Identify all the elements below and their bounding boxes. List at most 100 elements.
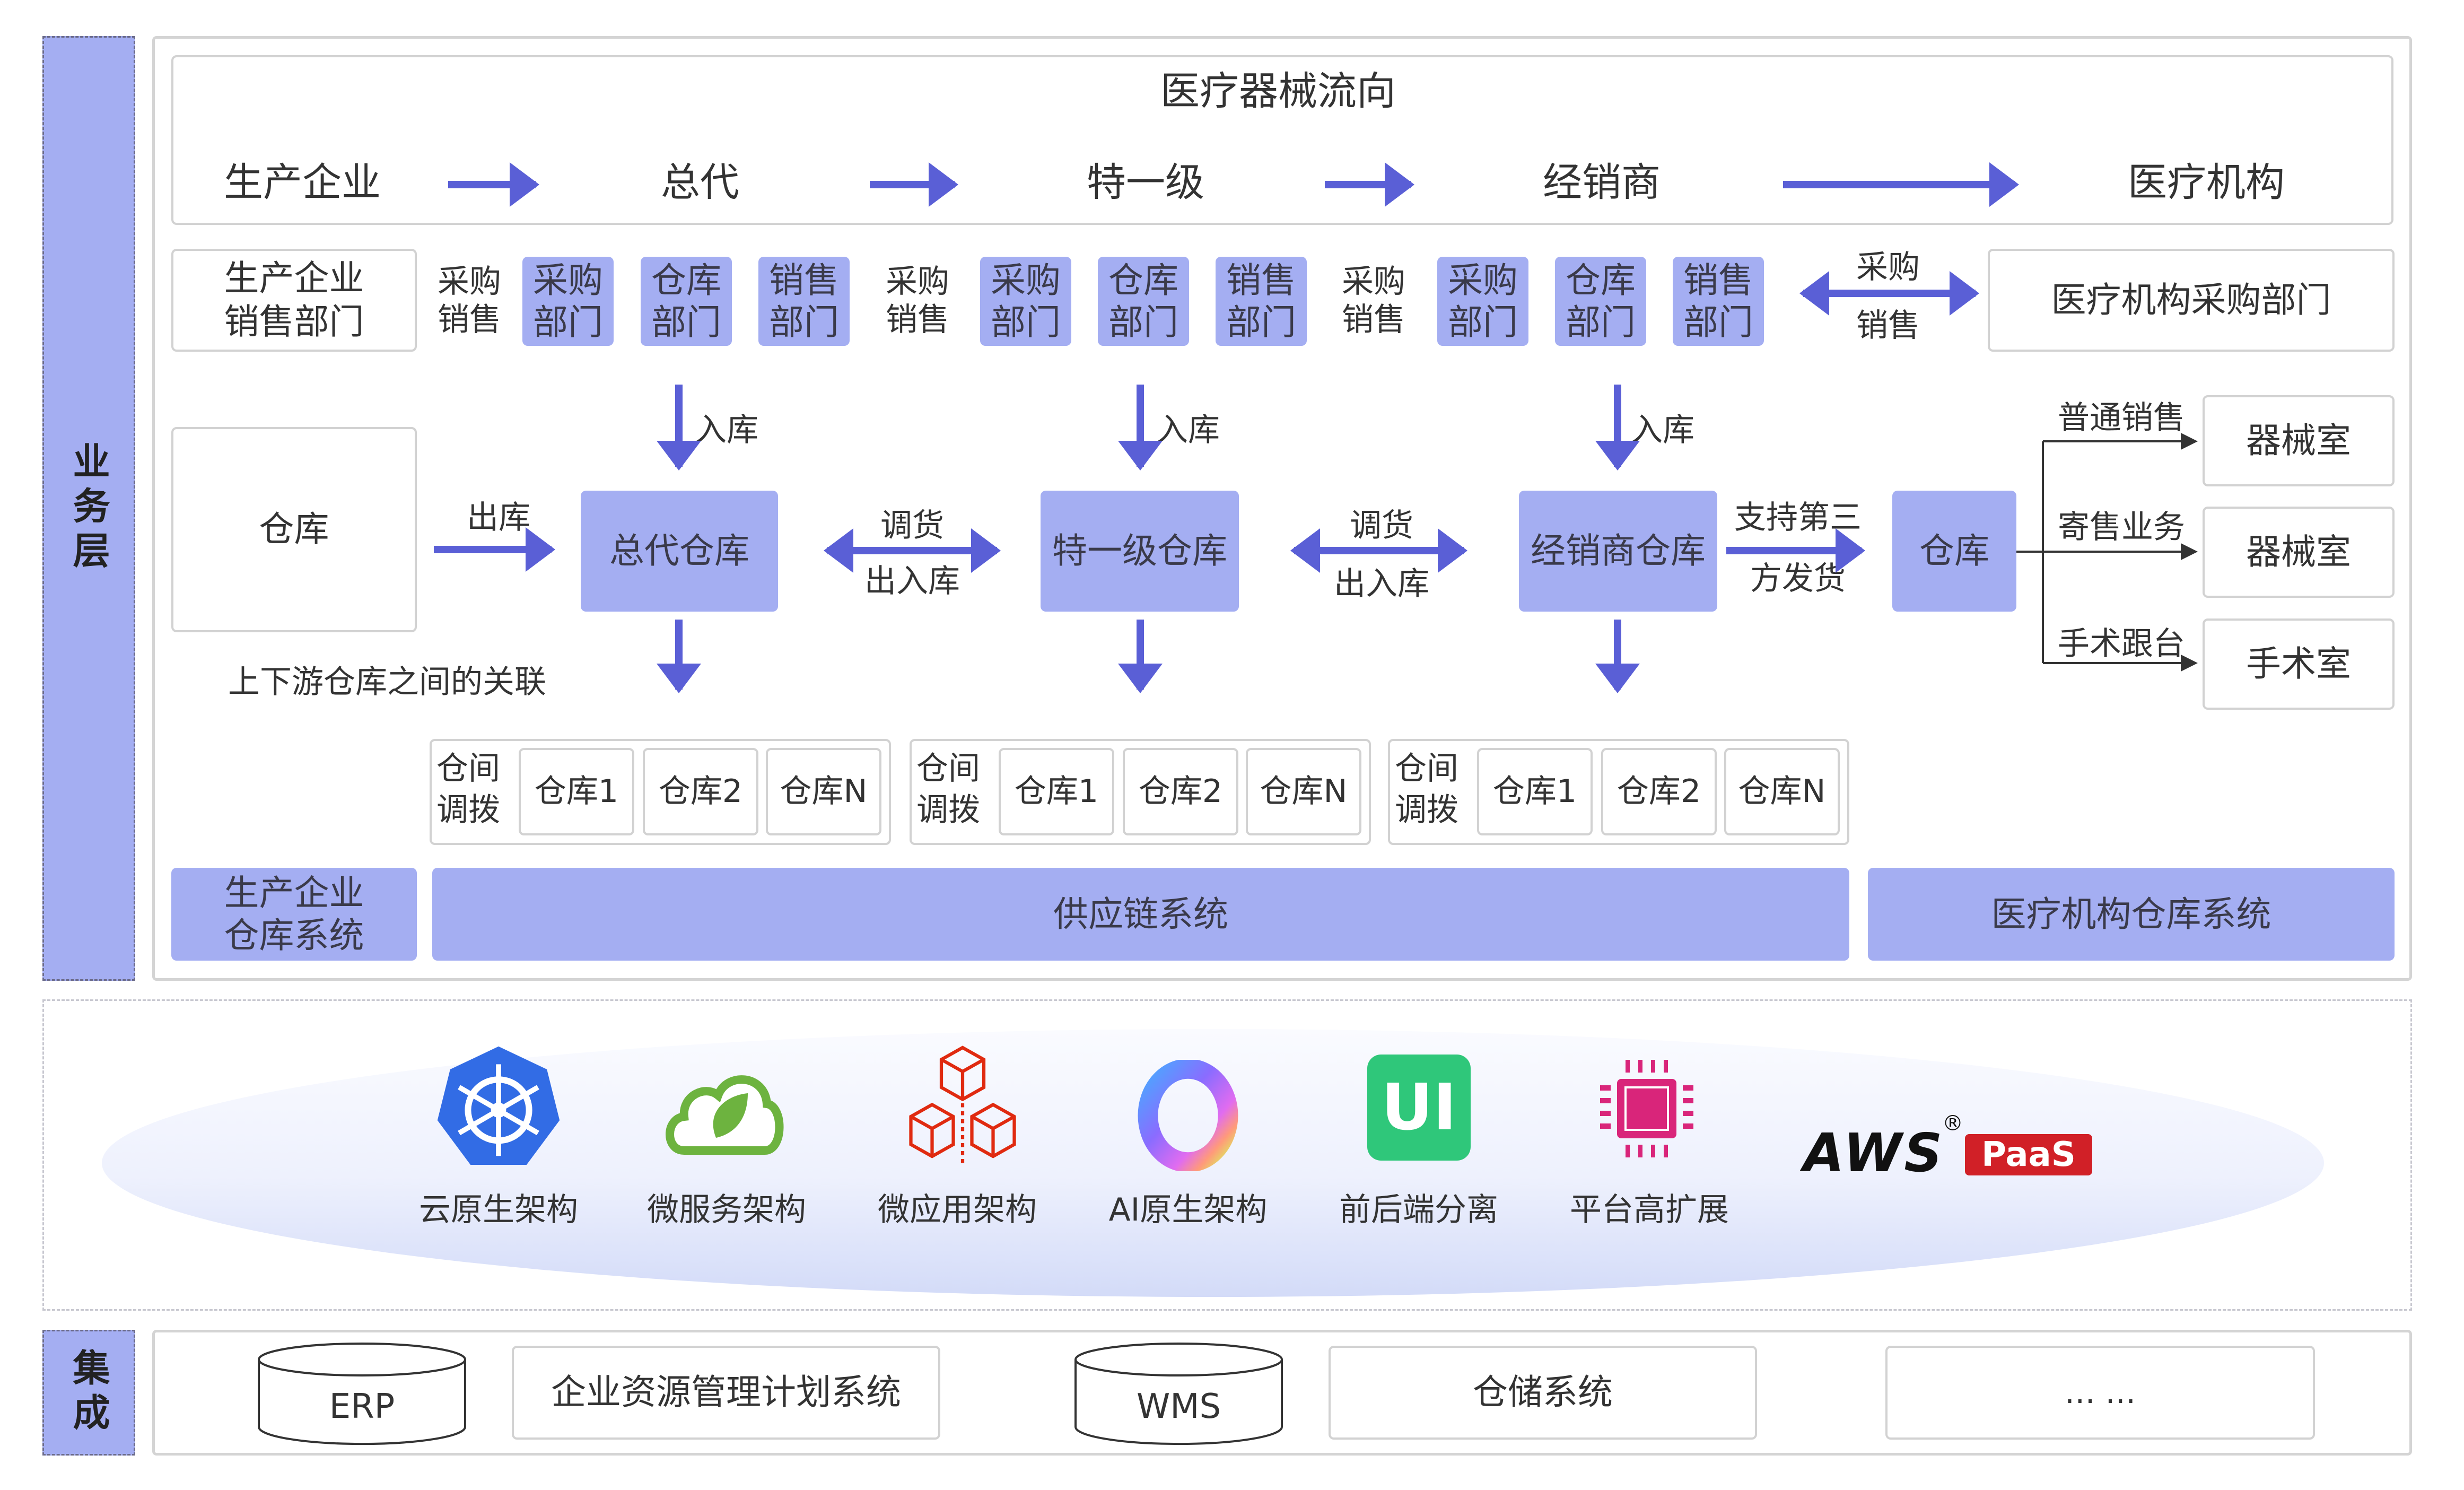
inter-warehouse-transfer-1: 仓间 调拨 bbox=[436, 750, 500, 829]
target-label: 器械室 bbox=[2246, 531, 2351, 572]
in-label-3: 入库 bbox=[1631, 412, 1694, 449]
system-label: 供应链系统 bbox=[1053, 893, 1228, 935]
wms-system-box: 仓储系统 bbox=[1329, 1346, 1757, 1440]
stage-medical-institution: 医疗机构 bbox=[2128, 160, 2285, 205]
dept-label: 采购 部门 bbox=[991, 259, 1061, 343]
manufacturer-warehouse-system: 生产企业 仓库系统 bbox=[171, 868, 417, 961]
inter-warehouse-transfer-3: 仓间 调拨 bbox=[1395, 750, 1458, 829]
sub-warehouse: 仓库1 bbox=[1477, 748, 1593, 835]
out-label: 出库 bbox=[467, 499, 530, 536]
sub-warehouse-label: 仓库1 bbox=[1492, 773, 1577, 810]
sub-warehouse: 仓库1 bbox=[519, 748, 634, 835]
integration-layer-label: 集成 bbox=[42, 1330, 135, 1456]
integration-layer-label-text: 集成 bbox=[67, 1348, 110, 1437]
branch-connectors bbox=[2016, 433, 2198, 672]
general-agent-warehouse: 总代仓库 bbox=[581, 491, 778, 612]
hospital-warehouse-system: 医疗机构仓库系统 bbox=[1868, 868, 2395, 961]
distributor-warehouse: 经销商仓库 bbox=[1519, 491, 1717, 612]
group-2-warehouse-dept: 仓库 部门 bbox=[1098, 257, 1189, 346]
spring-cloud-icon bbox=[663, 1064, 785, 1159]
micro-app-cubes-icon bbox=[896, 1045, 1029, 1167]
erp-system-label: 企业资源管理计划系统 bbox=[551, 1372, 901, 1413]
stage-distributor: 经销商 bbox=[1543, 160, 1661, 205]
ui-icon: UI bbox=[1367, 1055, 1471, 1161]
more-systems-label: … … bbox=[2064, 1374, 2136, 1411]
registered-mark: ® bbox=[1942, 1111, 1963, 1136]
wms-system-label: 仓储系统 bbox=[1473, 1372, 1613, 1413]
aws-logo-text: AWS bbox=[1803, 1122, 1945, 1184]
group-3-sales-dept: 销售 部门 bbox=[1673, 257, 1764, 346]
sub-warehouse-label: 仓库1 bbox=[534, 773, 619, 810]
branch-label-consignment: 寄售业务 bbox=[2058, 509, 2185, 546]
sub-warehouse-label: 仓库N bbox=[1738, 773, 1826, 810]
dept-label: 采购 部门 bbox=[1448, 259, 1518, 343]
sub-warehouse: 仓库N bbox=[1724, 748, 1840, 835]
manufacturer-warehouse: 仓库 bbox=[171, 427, 417, 632]
branch-label-surgery: 手术跟台 bbox=[2058, 625, 2185, 663]
group-3-side-label: 采购 销售 bbox=[1342, 263, 1405, 338]
warehouse-label: 总代仓库 bbox=[609, 530, 749, 572]
erp-cylinder: ERP bbox=[257, 1342, 467, 1445]
hospital-warehouse-label: 仓库 bbox=[1919, 530, 1989, 572]
group-1-warehouse-dept: 仓库 部门 bbox=[641, 257, 732, 346]
erp-system-box: 企业资源管理计划系统 bbox=[512, 1346, 940, 1440]
sub-warehouse-label: 仓库2 bbox=[658, 773, 743, 810]
dept-label: 采购 部门 bbox=[533, 259, 603, 343]
sub-warehouse: 仓库2 bbox=[1601, 748, 1717, 835]
target-label: 器械室 bbox=[2246, 420, 2351, 461]
stage-manufacturer: 生产企业 bbox=[224, 160, 381, 205]
dept-label: 销售 部门 bbox=[1226, 259, 1296, 343]
supply-chain-system: 供应链系统 bbox=[432, 868, 1849, 961]
group-3-warehouse-dept: 仓库 部门 bbox=[1555, 257, 1646, 346]
sub-warehouse: 仓库N bbox=[766, 748, 881, 835]
stage-general-agent: 总代 bbox=[661, 160, 739, 205]
ai-ring-icon bbox=[1132, 1058, 1244, 1173]
group-2-sales-dept: 销售 部门 bbox=[1216, 257, 1307, 346]
system-label: 医疗机构仓库系统 bbox=[1991, 893, 2271, 935]
paas-badge: PaaS bbox=[1965, 1134, 2092, 1175]
target-label: 手术室 bbox=[2246, 643, 2351, 684]
warehouse-label: 经销商仓库 bbox=[1531, 530, 1706, 572]
sub-warehouse-label: 仓库N bbox=[1260, 773, 1348, 810]
dept-label: 仓库 部门 bbox=[651, 259, 721, 343]
wms-cylinder: WMS bbox=[1074, 1342, 1283, 1445]
tech-label-frontend-backend: 前后端分离 bbox=[1339, 1191, 1498, 1228]
sub-warehouse-label: 仓库2 bbox=[1138, 773, 1223, 810]
group-1-purchase-dept: 采购 部门 bbox=[522, 257, 614, 346]
group-2-side-label: 采购 销售 bbox=[886, 263, 949, 338]
tech-platform-band bbox=[42, 999, 2412, 1311]
tech-label-ai-native: AI原生架构 bbox=[1108, 1191, 1268, 1228]
flow-title-box bbox=[171, 55, 2393, 225]
dept-label: 销售 部门 bbox=[769, 259, 839, 343]
dept-label: 仓库 部门 bbox=[1566, 259, 1636, 343]
group-3-purchase-dept: 采购 部门 bbox=[1437, 257, 1528, 346]
dept-label: 仓库 部门 bbox=[1108, 259, 1178, 343]
wms-label: WMS bbox=[1136, 1387, 1221, 1426]
business-layer-label: 业务层 bbox=[42, 36, 135, 981]
tech-label-microservice: 微服务架构 bbox=[647, 1191, 806, 1228]
relation-note: 上下游仓库之间的关联 bbox=[228, 664, 546, 701]
sub-warehouse: 仓库2 bbox=[643, 748, 758, 835]
instrument-room-2: 器械室 bbox=[2203, 507, 2395, 598]
group-1-side-label: 采购 销售 bbox=[438, 263, 501, 338]
ui-icon-text: UI bbox=[1381, 1070, 1457, 1145]
aws-paas-logo: AWS ® PaaS bbox=[1803, 1111, 2100, 1188]
sub-warehouse: 仓库N bbox=[1246, 748, 1361, 835]
group-1-sales-dept: 销售 部门 bbox=[758, 257, 850, 346]
branch-label-normal-sales: 普通销售 bbox=[2058, 399, 2185, 437]
tech-label-cloud-native: 云原生架构 bbox=[419, 1191, 578, 1228]
dept-label: 销售 部门 bbox=[1683, 259, 1753, 343]
inter-warehouse-transfer-2: 仓间 调拨 bbox=[916, 750, 980, 829]
more-systems-box: … … bbox=[1885, 1346, 2315, 1440]
sub-warehouse-label: 仓库2 bbox=[1617, 773, 1701, 810]
flow-arrows bbox=[434, 162, 2019, 693]
in-label-1: 入库 bbox=[695, 412, 758, 449]
group-2-purchase-dept: 采购 部门 bbox=[980, 257, 1071, 346]
manufacturer-sales-dept-label: 生产企业 销售部门 bbox=[224, 257, 364, 343]
tech-label-micro-app: 微应用架构 bbox=[878, 1191, 1037, 1228]
third-party-bottom: 方发货 bbox=[1750, 560, 1846, 597]
tech-label-high-extensibility: 平台高扩展 bbox=[1570, 1191, 1729, 1228]
manufacturer-warehouse-label: 仓库 bbox=[259, 509, 329, 550]
hospital-purchase-dept: 医疗机构采购部门 bbox=[1988, 249, 2395, 352]
